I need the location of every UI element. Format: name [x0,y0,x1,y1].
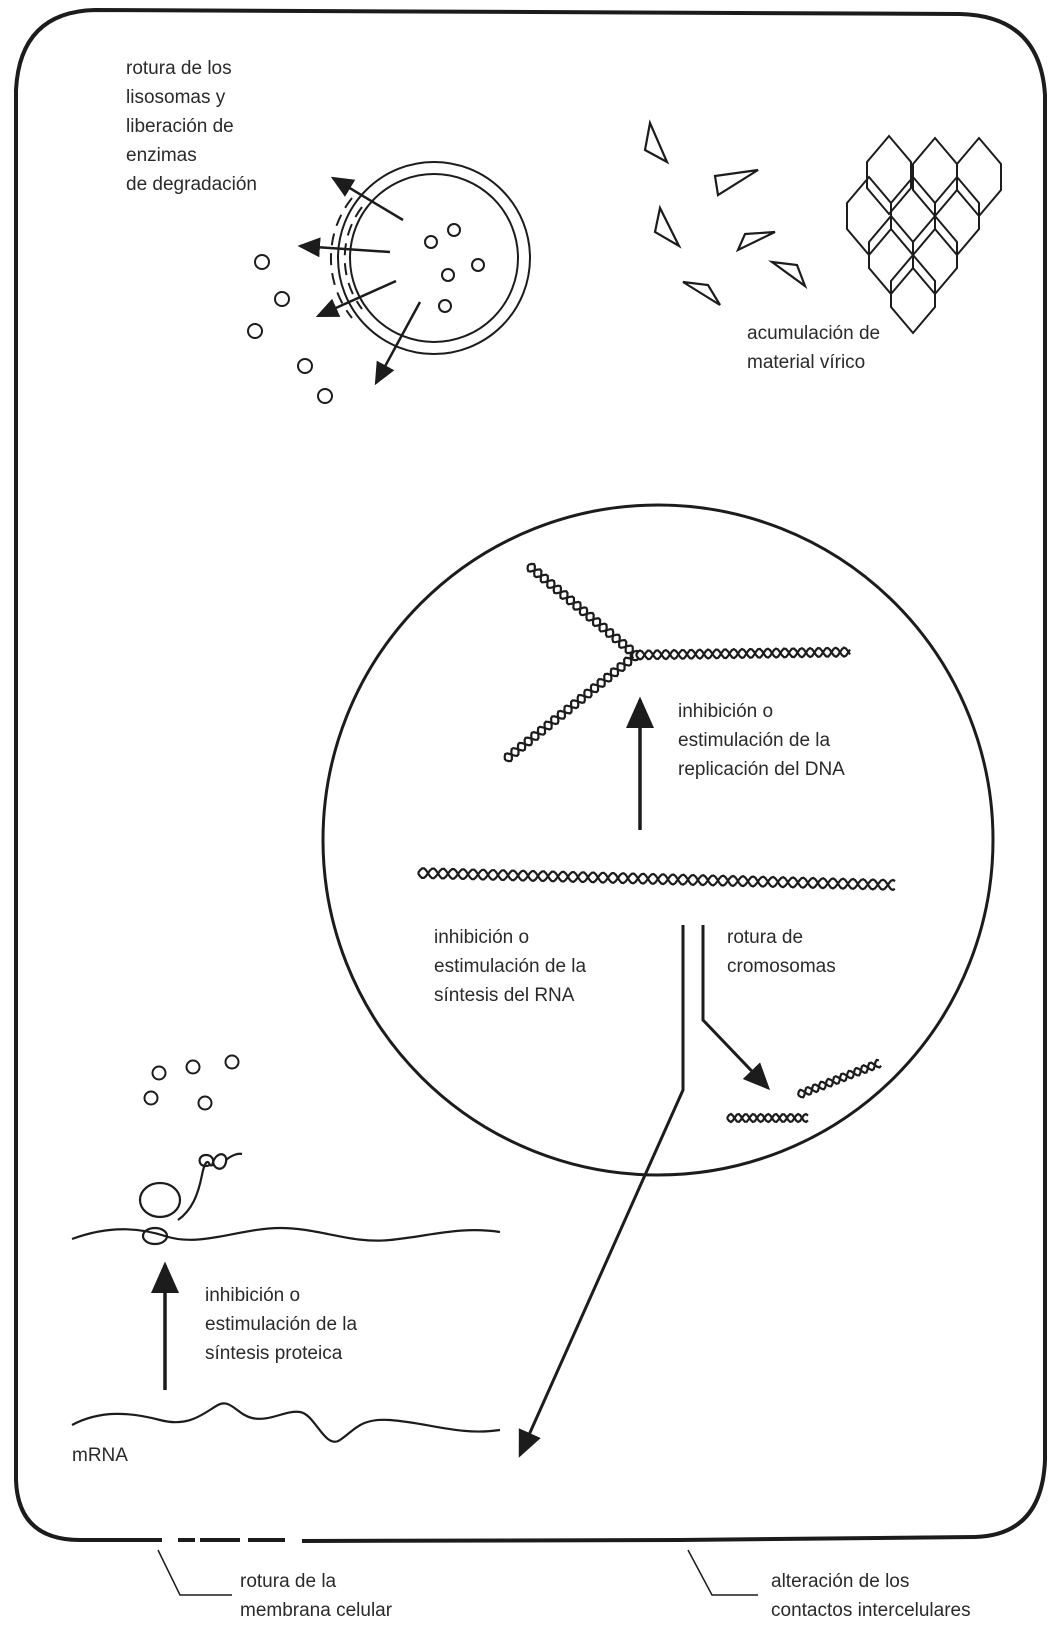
lysosome-label: rotura de los lisosomas y liberación de … [126,58,257,195]
fragment-left-strand-2 [726,1112,809,1124]
fork-upper-arm-strand-1 [526,564,635,659]
lysosome-enzyme-granules [424,223,485,313]
fork-lower-arm-strand-1 [504,651,635,763]
fragment-right-strand-2 [796,1061,882,1096]
fragment-right-strand-1 [797,1058,880,1099]
protein-synthesis-label: inhibición o estimulación de la síntesis… [205,1285,358,1364]
ribosome [138,1152,243,1246]
dna-double-helix [417,867,896,892]
rna-synthesis-arrow [518,925,685,1458]
viral-material-label: acumulación de material vírico [747,323,881,373]
released-enzymes [247,254,333,404]
nucleus [321,503,995,1177]
mrna-strand-lower [71,1402,501,1443]
rna-synthesis-label: inhibición o estimulación de la síntesis… [434,927,587,1006]
intercellular-leader-line [687,1549,758,1596]
intercellular-contacts-label: alteración de los contactos intercelular… [771,1571,971,1621]
membrane-break-gap [150,1532,302,1550]
viral-capsid-lattice [846,134,1002,335]
viral-particles [643,119,808,306]
lysosome [327,161,531,355]
fork-lower-arm-strand-2 [503,656,640,761]
mrna-label: mRNA [72,1445,128,1466]
chromosome-break-arrow [701,925,771,1091]
dna-main-strand-2 [417,867,896,892]
chromosome-break-label: rotura de cromosomas [727,927,836,977]
membrane-leader-line [157,1549,232,1596]
membrane-break-label: rotura de la membrana celular [240,1571,393,1621]
mrna-strand-upper [71,1226,501,1242]
lysosome-release-arrows [297,176,422,386]
amino-acids [143,1054,240,1111]
fork-upper-arm-strand-2 [527,562,640,655]
fork-parent-duplex-strand-2 [635,646,851,661]
cell-membrane [14,7,1047,1543]
replication-fork-dna [503,562,851,763]
dna-replication-label: inhibición o estimulación de la replicac… [678,701,845,780]
chromosome-fragments [726,1058,882,1124]
